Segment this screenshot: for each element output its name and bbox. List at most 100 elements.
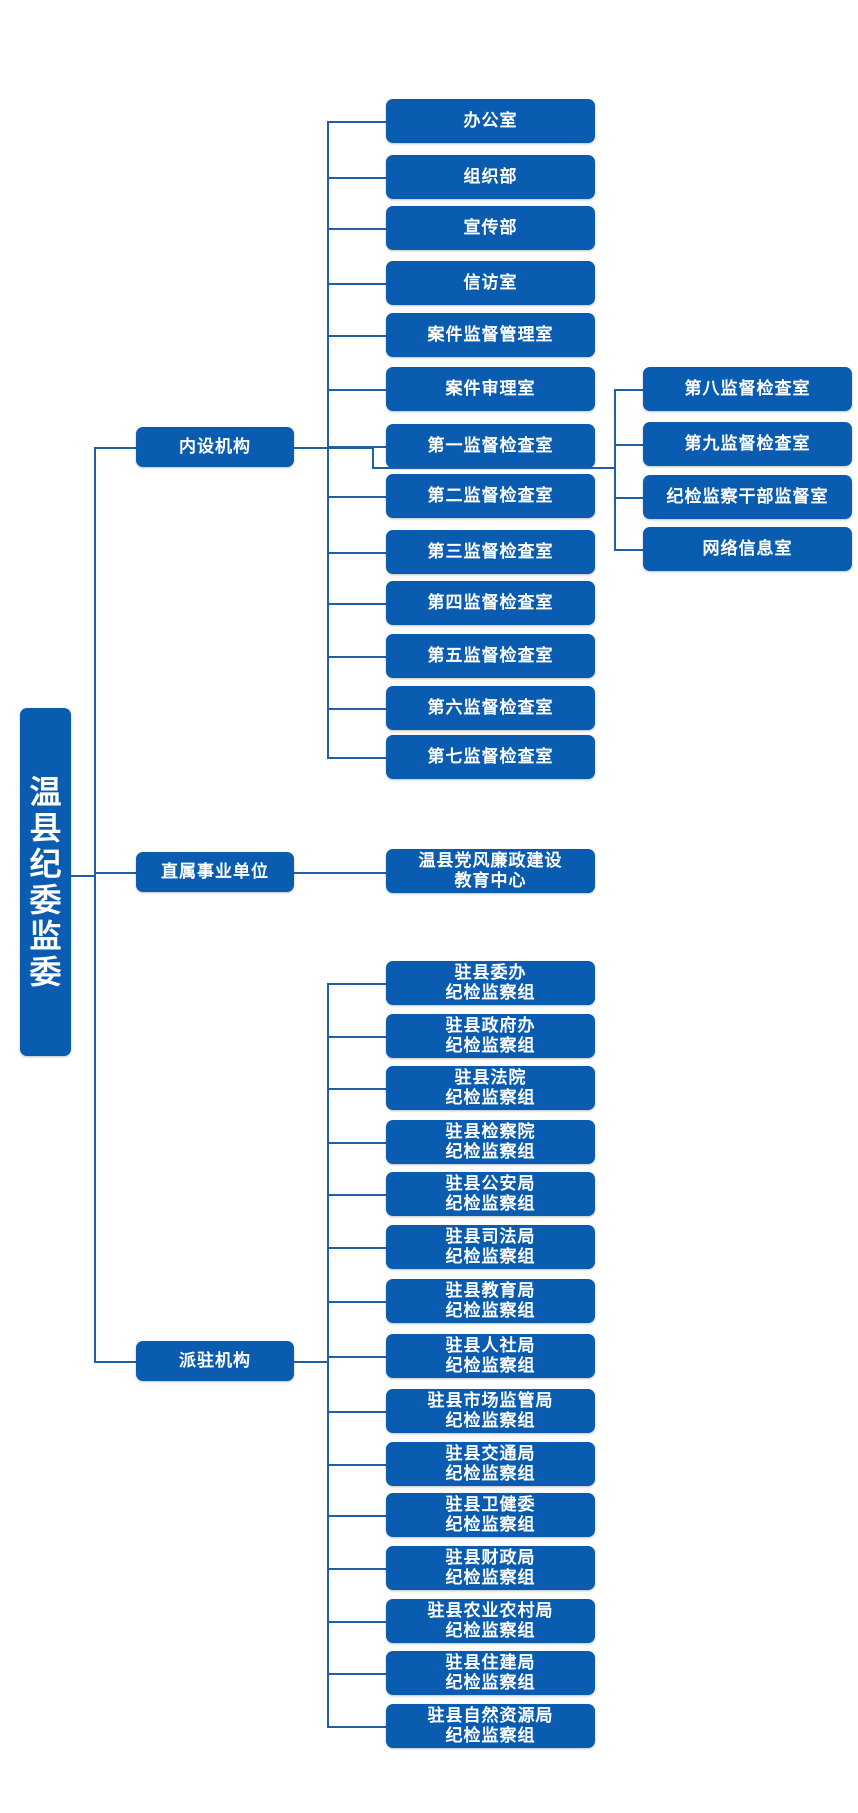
root-node-label: 温县纪委监委 [29,773,62,991]
child-node: 第四监督检查室 [386,581,595,625]
branch-node-3: 派驻机构 [136,1341,294,1381]
child-connector [327,121,386,123]
branch-connector [94,872,136,874]
child-connector [327,177,386,179]
child-connector [327,708,386,710]
child-node-label: 驻县交通局 纪检监察组 [445,1444,536,1484]
child-node: 驻县政府办 纪检监察组 [386,1014,595,1058]
child-spine [327,983,329,1727]
child-connector [327,757,386,759]
extra-child-connector [614,497,643,499]
extra-child-node-label: 纪检监察干部监督室 [666,487,829,507]
branch-to-child [294,872,386,874]
child-connector [327,1464,386,1466]
child-node: 驻县交通局 纪检监察组 [386,1442,595,1486]
child-node-label: 温县党风廉政建设 教育中心 [418,851,563,891]
child-node-label: 第六监督检查室 [427,698,554,718]
branch-connector [94,1361,136,1363]
child-node: 驻县住建局 纪检监察组 [386,1651,595,1695]
child-node: 案件监督管理室 [386,313,595,357]
child-connector [327,656,386,658]
extra-child-connector [614,444,643,446]
extra-child-node: 第九监督检查室 [643,422,852,466]
child-node-label: 驻县市场监管局 纪检监察组 [427,1391,554,1431]
child-connector [327,1036,386,1038]
extra-child-connector [614,389,643,391]
child-node: 第一监督检查室 [386,424,595,468]
child-node-label: 驻县财政局 纪检监察组 [445,1548,536,1588]
child-node-label: 驻县教育局 纪检监察组 [445,1281,536,1321]
child-node: 宣传部 [386,206,595,250]
child-node-label: 第七监督检查室 [427,747,554,767]
child-node-label: 驻县司法局 纪检监察组 [445,1227,536,1267]
trunk-line [94,447,96,1362]
child-node: 驻县人社局 纪检监察组 [386,1334,595,1378]
child-node: 驻县财政局 纪检监察组 [386,1546,595,1590]
branch-node-2: 直属事业单位 [136,852,294,892]
child-node: 驻县农业农村局 纪检监察组 [386,1599,595,1643]
child-node-label: 办公室 [463,111,518,131]
child-node-label: 驻县检察院 纪检监察组 [445,1122,536,1162]
branch-node-1: 内设机构 [136,427,294,467]
extra-connector [294,447,372,449]
extra-child-node-label: 第九监督检查室 [684,434,811,454]
child-node: 驻县检察院 纪检监察组 [386,1120,595,1164]
child-node-label: 驻县农业农村局 纪检监察组 [427,1601,554,1641]
child-node: 第六监督检查室 [386,686,595,730]
child-node: 驻县教育局 纪检监察组 [386,1279,595,1323]
child-connector [327,1726,386,1728]
child-node-label: 案件监督管理室 [427,325,554,345]
child-node-label: 第二监督检查室 [427,486,554,506]
child-node: 组织部 [386,155,595,199]
child-node-label: 宣传部 [463,218,518,238]
child-node-label: 驻县住建局 纪检监察组 [445,1653,536,1693]
child-node: 驻县自然资源局 纪检监察组 [386,1704,595,1748]
child-node-label: 驻县公安局 纪检监察组 [445,1174,536,1214]
child-node: 信访室 [386,261,595,305]
child-node: 驻县委办 纪检监察组 [386,961,595,1005]
child-connector [327,552,386,554]
child-node: 第五监督检查室 [386,634,595,678]
child-node: 驻县法院 纪检监察组 [386,1066,595,1110]
child-node-label: 信访室 [463,273,518,293]
child-node: 第七监督检查室 [386,735,595,779]
child-connector [327,1411,386,1413]
extra-spine [614,389,616,550]
child-connector [327,446,386,448]
child-node: 温县党风廉政建设 教育中心 [386,849,595,893]
extra-connector [372,467,614,469]
child-connector [327,1247,386,1249]
root-connector [71,875,94,877]
child-connector [327,1673,386,1675]
extra-child-node-label: 第八监督检查室 [684,379,811,399]
extra-connector [372,447,374,468]
child-connector [327,1568,386,1570]
branch-node-2-label: 直属事业单位 [161,862,269,882]
child-connector [327,496,386,498]
extra-child-node: 第八监督检查室 [643,367,852,411]
child-node-label: 案件审理室 [445,379,536,399]
child-node: 驻县司法局 纪检监察组 [386,1225,595,1269]
child-node-label: 驻县委办 纪检监察组 [445,963,536,1003]
child-spine [327,121,329,758]
child-node-label: 组织部 [463,167,518,187]
child-node: 办公室 [386,99,595,143]
child-connector [327,1301,386,1303]
child-connector [327,1515,386,1517]
child-node-label: 驻县政府办 纪检监察组 [445,1016,536,1056]
child-node-label: 驻县卫健委 纪检监察组 [445,1495,536,1535]
child-node-label: 第三监督检查室 [427,542,554,562]
child-connector [327,603,386,605]
branch-to-spine [294,1361,327,1363]
child-node-label: 驻县法院 纪检监察组 [445,1068,536,1108]
branch-node-3-label: 派驻机构 [179,1351,251,1371]
root-node: 温县纪委监委 [20,708,71,1056]
child-connector [327,1088,386,1090]
child-connector [327,335,386,337]
child-connector [327,983,386,985]
child-node-label: 驻县人社局 纪检监察组 [445,1336,536,1376]
child-node: 驻县市场监管局 纪检监察组 [386,1389,595,1433]
extra-child-connector [614,549,643,551]
child-node-label: 第一监督检查室 [427,436,554,456]
child-node: 第三监督检查室 [386,530,595,574]
